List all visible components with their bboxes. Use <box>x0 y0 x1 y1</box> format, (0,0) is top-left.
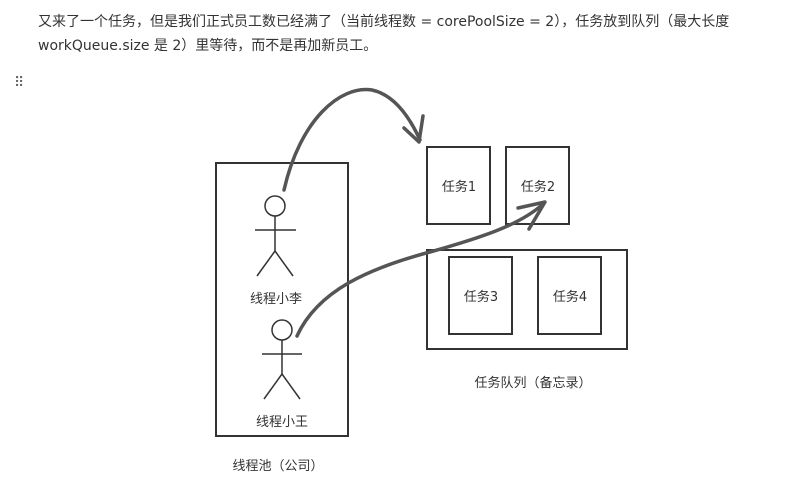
worker-label-1: 线程小李 <box>250 292 302 307</box>
description-paragraph: 又来了一个任务，但是我们正式员工数已经满了（当前线程数 = corePoolSi… <box>38 10 788 58</box>
drag-handle-icon[interactable]: ⠿ <box>14 75 24 91</box>
thread-pool-box <box>215 162 349 437</box>
task-box-3 <box>448 256 513 335</box>
task-label-4: 任务4 <box>553 289 587 305</box>
worker-figure-2-icon <box>262 319 302 400</box>
arrow-worker2-to-task2-icon <box>295 200 547 338</box>
task-box-4 <box>537 256 602 335</box>
task-box-1 <box>426 146 491 225</box>
description-line-1: 又来了一个任务，但是我们正式员工数已经满了（当前线程数 = corePoolSi… <box>38 14 730 30</box>
task-queue-label: 任务队列（备忘录） <box>474 375 591 391</box>
task-queue-box <box>426 249 628 350</box>
task-label-2: 任务2 <box>521 179 555 195</box>
worker-label-2: 线程小王 <box>256 415 308 430</box>
task-label-3: 任务3 <box>464 289 498 305</box>
worker-figure-1-icon <box>255 195 296 277</box>
task-label-1: 任务1 <box>442 179 476 195</box>
task-box-2 <box>505 146 570 225</box>
description-line-2: workQueue.size 是 2）里等待，而不是再加新员工。 <box>38 38 378 54</box>
arrow-worker1-to-task1-icon <box>282 87 425 192</box>
thread-pool-label: 线程池（公司） <box>232 459 323 474</box>
